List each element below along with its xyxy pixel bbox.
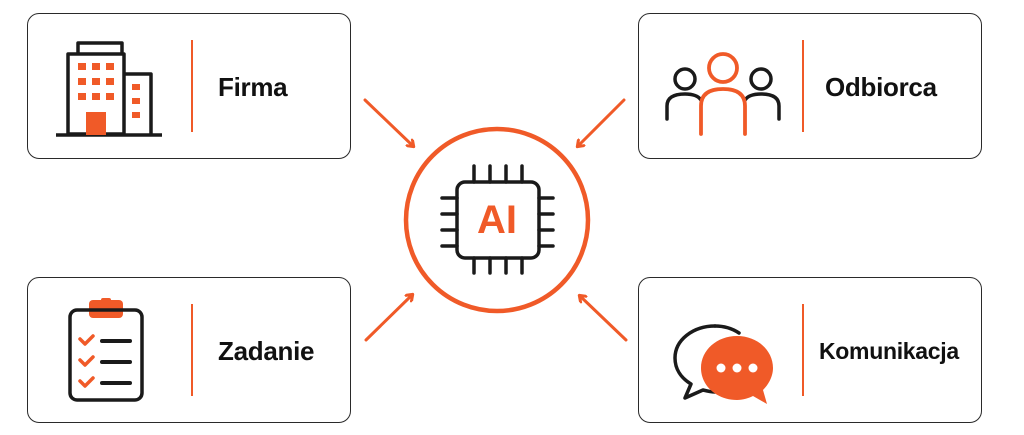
chip-icon — [440, 164, 555, 275]
ai-label: AI — [477, 197, 517, 242]
card-label-odbiorca: Odbiorca — [825, 71, 937, 102]
chat-bubbles-icon — [673, 324, 773, 404]
arrow-komunikacja-to-ai — [580, 296, 628, 342]
card-zadanie: Zadanie — [27, 277, 351, 423]
arrow-firma-to-ai — [363, 98, 413, 146]
people-icon — [665, 52, 781, 136]
clipboard-checklist-icon — [68, 298, 144, 402]
card-label-komunikacja: Komunikacja — [819, 337, 959, 364]
arrow-zadanie-to-ai — [364, 295, 412, 342]
card-divider — [191, 40, 193, 132]
card-komunikacja: Komunikacja — [638, 277, 982, 423]
card-divider — [191, 304, 193, 396]
card-divider — [802, 40, 804, 132]
card-label-zadanie: Zadanie — [218, 335, 315, 366]
card-label-firma: Firma — [218, 71, 288, 102]
arrow-odbiorca-to-ai — [578, 98, 626, 146]
ai-circle — [403, 126, 591, 314]
card-firma: Firma — [27, 13, 351, 159]
building-icon — [56, 41, 162, 137]
card-odbiorca: Odbiorca — [638, 13, 982, 159]
card-divider — [802, 304, 804, 396]
